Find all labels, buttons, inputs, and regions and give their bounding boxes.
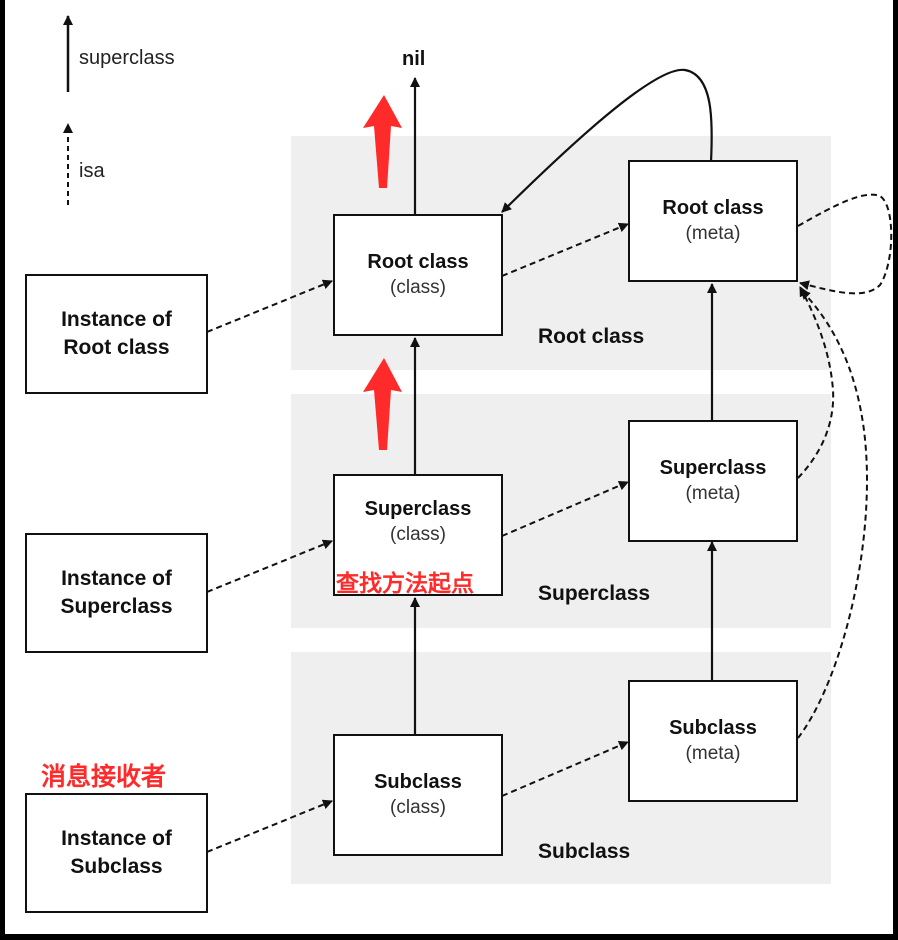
root-class-subtitle: (class)	[390, 277, 446, 298]
receiver-annotation: 消息接收者	[41, 763, 167, 791]
band-root-label: Root class	[538, 325, 645, 348]
lookup-start-annotation: 查找方法起点	[336, 570, 474, 596]
instance-superclass-box: Instance of Superclass	[25, 533, 208, 653]
inst-super-isa-arrow	[206, 539, 333, 593]
subclass-meta-box: Subclass (meta)	[628, 680, 798, 802]
nil-label: nil	[402, 48, 426, 70]
instance-root-label: Instance of Root class	[61, 308, 172, 359]
inst-root-isa-arrow	[206, 279, 333, 333]
superclass-meta-box: Superclass (meta)	[628, 420, 798, 542]
subclass-isa-arrow	[501, 740, 629, 797]
superclass-meta-title: Superclass	[659, 457, 767, 479]
subclass-class-subtitle: (class)	[390, 797, 446, 818]
instance-subclass-box: Instance of Subclass	[25, 793, 208, 913]
root-meta-title: Root class	[662, 197, 764, 219]
root-class-box: Root class (class)	[333, 214, 503, 336]
root-meta-self-isa-arrow	[797, 193, 893, 295]
subclass-class-box: Subclass (class)	[333, 734, 503, 856]
superclass-meta-subtitle: (meta)	[685, 483, 741, 504]
band-subclass-label: Subclass	[538, 840, 631, 863]
legend-isa-label: isa	[79, 160, 105, 182]
instance-root-box: Instance of Root class	[25, 274, 208, 394]
legend-superclass-label: superclass	[79, 47, 175, 69]
root-meta-to-root-class-arrow	[501, 68, 713, 213]
connector-layer	[63, 15, 893, 853]
root-class-title: Root class	[367, 251, 469, 273]
subclass-class-title: Subclass	[374, 771, 462, 793]
red-arrow-icon-bottom	[363, 358, 402, 450]
diagram-canvas: superclass isa nil Root class Superclass…	[5, 0, 893, 934]
subclass-meta-title: Subclass	[669, 717, 757, 739]
instance-superclass-label: Instance of Superclass	[60, 567, 173, 618]
inst-sub-isa-arrow	[206, 799, 333, 853]
root-meta-subtitle: (meta)	[685, 223, 741, 244]
sub-meta-isa-arrow	[797, 289, 869, 739]
superclass-class-title: Superclass	[364, 498, 472, 520]
red-arrow-icon-top	[363, 95, 402, 188]
root-class-isa-arrow	[501, 222, 629, 277]
subclass-meta-subtitle: (meta)	[685, 743, 741, 764]
instance-subclass-label: Instance of Subclass	[61, 827, 172, 878]
superclass-isa-arrow	[501, 480, 629, 537]
root-meta-box: Root class (meta)	[628, 160, 798, 282]
band-superclass-label: Superclass	[538, 582, 651, 605]
superclass-class-box: Superclass (class)	[333, 474, 503, 596]
super-meta-isa-arrow	[797, 286, 835, 479]
superclass-class-subtitle: (class)	[390, 524, 446, 545]
